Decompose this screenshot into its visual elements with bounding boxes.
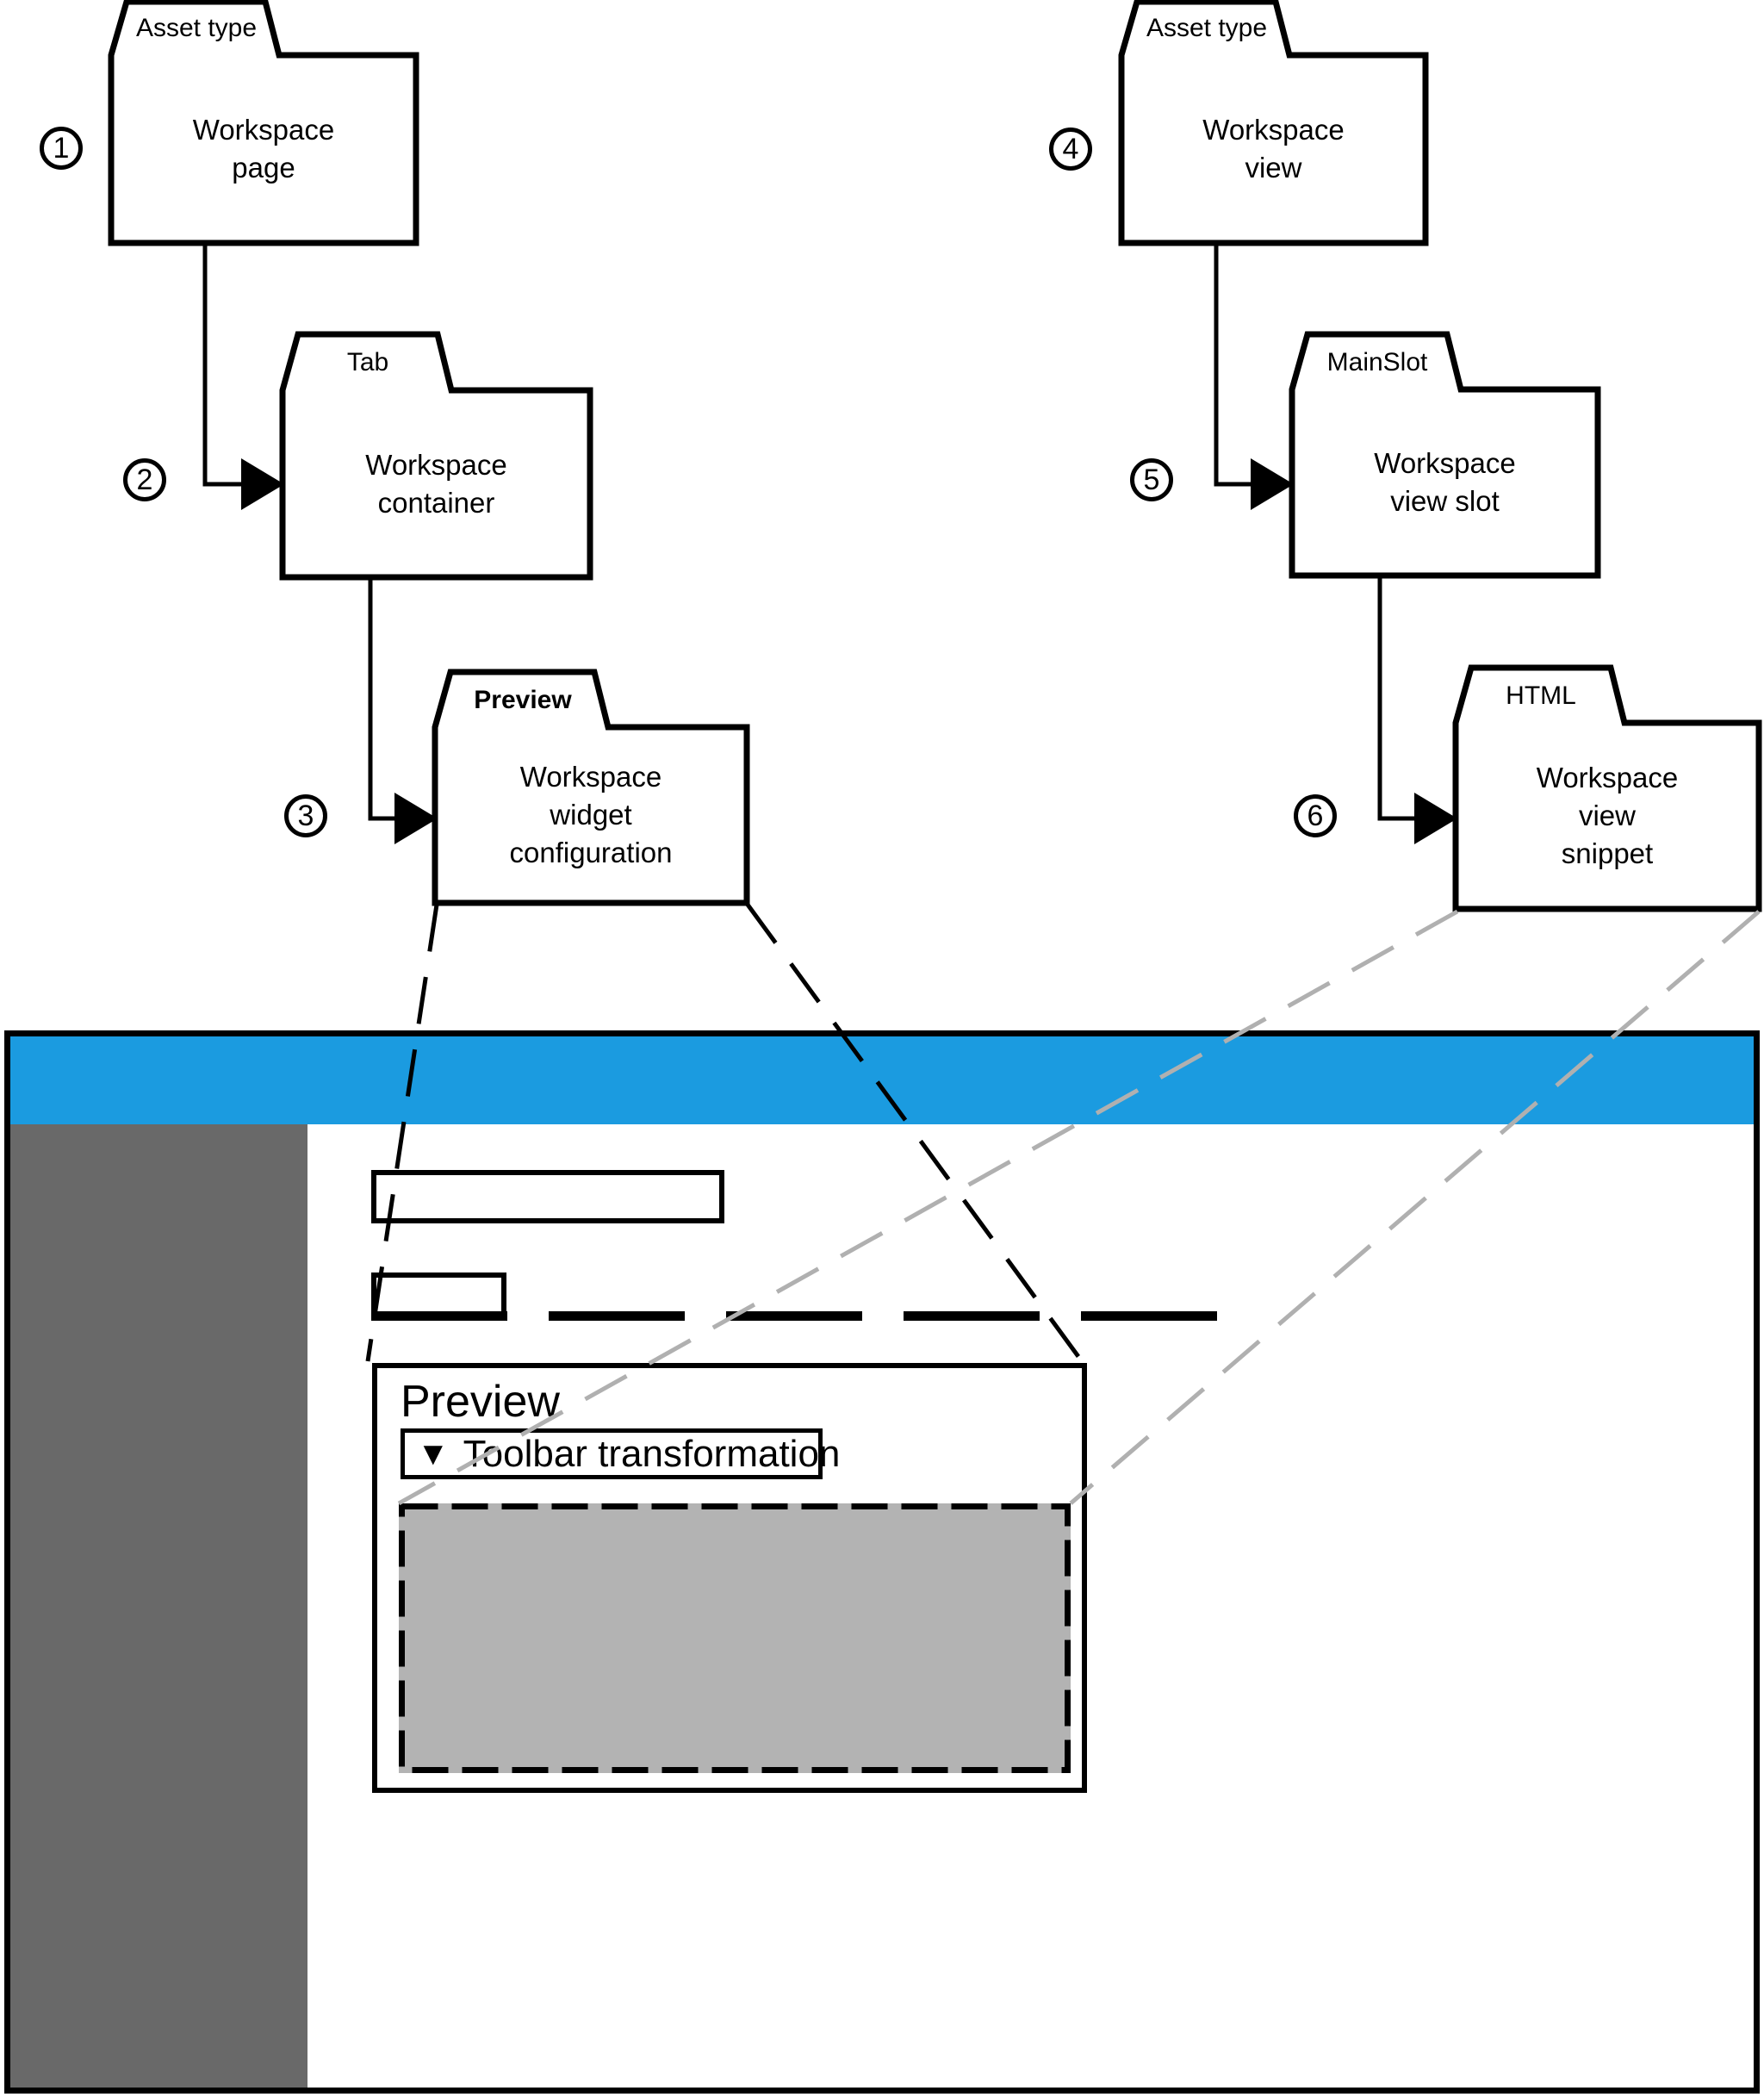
package-tab-label: Preview bbox=[474, 686, 572, 714]
preview-panel-title: Preview bbox=[401, 1377, 560, 1427]
step-badge-5: 5 bbox=[1130, 458, 1173, 501]
package-title: Workspace view snippet bbox=[1536, 762, 1679, 869]
step-badge-2: 2 bbox=[123, 458, 166, 501]
arrowhead-into-view-snippet bbox=[1414, 793, 1457, 844]
package-title: Workspace view bbox=[1202, 114, 1345, 184]
package-tab-label: Asset type bbox=[135, 14, 258, 42]
package-title: Workspace container bbox=[365, 448, 507, 519]
package-title: Workspace view slot bbox=[1374, 447, 1516, 517]
package-tab-label: HTML bbox=[1506, 681, 1576, 710]
step-badge-6: 6 bbox=[1294, 794, 1337, 837]
package-tab-label: Tab bbox=[346, 348, 389, 376]
dropdown-triangle-icon: ▼ bbox=[417, 1435, 450, 1472]
package-tab-label: MainSlot bbox=[1326, 348, 1428, 376]
toolbar-transformation-button[interactable]: ▼ Toolbar transformation bbox=[401, 1428, 840, 1479]
step-badge-4: 4 bbox=[1049, 128, 1092, 171]
connector-1-2 bbox=[202, 243, 269, 487]
arrowhead-into-container bbox=[241, 458, 284, 510]
package-tab-label: Asset type bbox=[1146, 14, 1268, 42]
package-title: Workspace page bbox=[192, 114, 335, 184]
connector-2-3 bbox=[368, 577, 422, 821]
preview-panel: Preview ▼ Toolbar transformation bbox=[372, 1363, 1087, 1793]
connector-5-6 bbox=[1377, 576, 1440, 821]
arrowhead-into-widget-configuration bbox=[394, 793, 438, 844]
toolbar-transformation-label: Toolbar transformation bbox=[463, 1432, 841, 1475]
connector-4-5 bbox=[1214, 243, 1276, 487]
step-badge-1: 1 bbox=[40, 127, 83, 170]
package-title: Workspace widget configuration bbox=[509, 761, 673, 868]
preview-placeholder-area bbox=[399, 1503, 1071, 1773]
arrowhead-into-view-slot bbox=[1251, 458, 1294, 510]
placeholder-dashed-border bbox=[399, 1503, 1071, 1773]
step-badge-3: 3 bbox=[284, 794, 327, 837]
app-header-bar bbox=[10, 1036, 1754, 1124]
wireframe-field-large bbox=[371, 1170, 724, 1223]
app-sidebar bbox=[10, 1124, 307, 2088]
app-window-mockup: Preview ▼ Toolbar transformation bbox=[4, 1030, 1760, 2094]
wireframe-divider-dashes bbox=[371, 1311, 1219, 1321]
